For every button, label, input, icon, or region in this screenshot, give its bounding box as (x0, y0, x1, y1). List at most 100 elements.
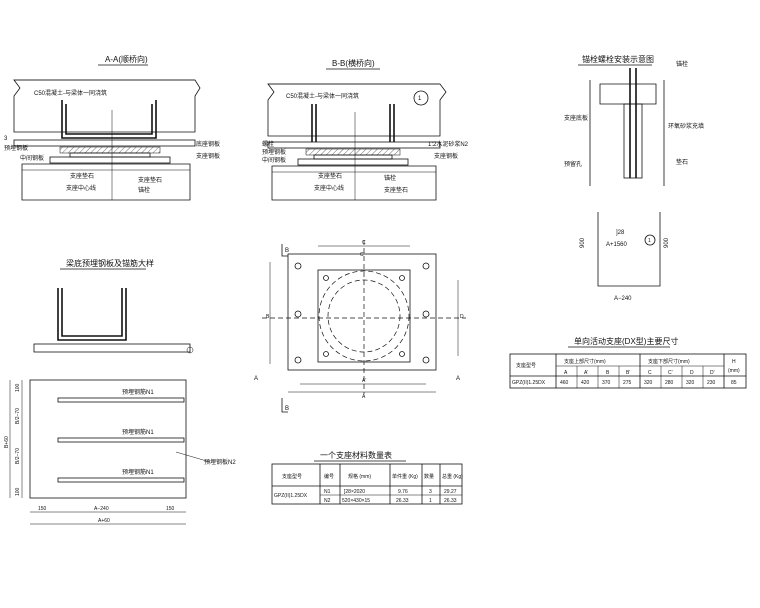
dx-sub-b: B (606, 370, 610, 376)
aa-label-left-3: 中间钢板 (20, 154, 44, 162)
plan-bottom-dim-2: A (362, 394, 366, 400)
mat-h-qty: 数量 (424, 473, 434, 480)
section-bb-title: B-B(横桥向) (332, 58, 375, 68)
dx-col-type: 支座型号 (516, 362, 536, 369)
material-table: 一个支座材料数量表 支座型号 编号 规格 (mm) 单件重 (Kg) 数量 总重… (271, 450, 463, 505)
embed-bottom-dim-3: 150 (166, 506, 175, 512)
dx-row-b: 370 (602, 380, 611, 386)
embed-rebar-2: 预埋钢筋N1 (122, 428, 154, 436)
dx-row-h: 85 (731, 380, 737, 386)
embed-title: 梁底预埋钢板及锚筋大样 (66, 258, 154, 268)
mat-r2-no: N2 (324, 498, 331, 504)
rebar-dim-right: 900 (664, 237, 670, 248)
bb-label-bottom-3: 锚栓 (384, 174, 396, 182)
mat-h-type: 支座型号 (282, 473, 302, 480)
mat-r2-qty: 1 (429, 498, 432, 504)
rebar-circle: 1 (648, 238, 651, 244)
aa-top-note: C50混凝土-与梁体一同浇筑 (34, 89, 107, 97)
embed-plate-detail: 梁底预埋钢板及锚筋大样 (33, 258, 194, 354)
dx-row-d2: 230 (707, 380, 716, 386)
anchor-title: 锚栓螺栓安装示意图 (582, 54, 654, 64)
dx-group-2: 支座下部尺寸(mm) (648, 358, 690, 365)
plan-view: B B A A C C' A' A B D (254, 240, 466, 413)
mat-r1-total: 29.27 (444, 489, 457, 495)
embed-left-dim-4: 100 (15, 487, 21, 496)
dx-row-a2: 420 (581, 380, 590, 386)
section-aa-title: A-A(顺桥向) (105, 54, 148, 64)
mat-type: GPZ(II)1.25DX (274, 493, 308, 499)
embed-rebar-3: 预埋钢筋N1 (122, 468, 154, 476)
dx-sub-a2: A' (584, 370, 588, 376)
aa-label-left-2: 预埋钢板 (4, 144, 28, 152)
dx-group-1: 支座上部尺寸(mm) (564, 358, 606, 365)
dx-row-c2: 280 (665, 380, 674, 386)
dx-sub-d2: D' (710, 370, 715, 376)
embed-left-total: B+60 (4, 436, 10, 448)
aa-label-bottom-4: 锚栓 (138, 186, 150, 194)
embed-left-dim-3: B/2−70 (15, 448, 21, 464)
embed-left-dim-1: 100 (15, 383, 21, 392)
embed-left-dim-2: B/2−70 (15, 408, 21, 424)
embed-bottom-dim-2: A−240 (94, 506, 109, 512)
mat-r2-unitwt: 26.33 (396, 498, 409, 504)
dx-sub-c2: C' (668, 370, 673, 376)
dx-sub-c: C (648, 370, 652, 376)
dx-table-title: 单向活动支座(DX型)主要尺寸 (574, 336, 678, 346)
plan-b-top: B (285, 248, 289, 254)
bb-label-bottom-4: 支座垫石 (384, 186, 408, 194)
dx-row-b2: 275 (623, 380, 632, 386)
aa-label-left-1: 3 (4, 136, 8, 142)
mat-h-no: 编号 (324, 473, 334, 480)
aa-label-bottom-1: 支座垫石 (70, 172, 94, 180)
plan-right-dim: D (460, 314, 464, 320)
mat-h-spec: 规格 (mm) (348, 473, 371, 480)
plan-top-dim: C (362, 240, 366, 246)
aa-label-right-1: 底座钢板 (196, 140, 220, 148)
plan-inner-dim: C' (360, 252, 365, 258)
material-table-title: 一个支座材料数量表 (320, 450, 392, 460)
anchor-label-left-2: 预留孔 (564, 160, 582, 168)
dx-sub-b2: B' (626, 370, 630, 376)
bb-label-right-1: 1:2水泥砂浆N2 (428, 140, 469, 148)
bb-circle-1: 1 (418, 96, 422, 102)
mat-r2-total: 26.33 (444, 498, 457, 504)
plan-b-bottom: B (285, 406, 289, 412)
embed-bottom-total: A+60 (98, 518, 110, 524)
anchor-detail: 锚栓螺栓安装示意图 锚栓 支座底板 预留孔 环氧砂浆充填 垫石 (564, 54, 704, 186)
embed-plate-plan: 预埋钢筋N1 预埋钢筋N1 预埋钢筋N1 预埋钢板N2 100 B/2−70 B… (4, 379, 236, 525)
anchor-label-right-2: 垫石 (676, 158, 688, 166)
dx-col-h: H (732, 359, 736, 365)
dx-table: 单向活动支座(DX型)主要尺寸 支座型号 支座上部尺寸(mm) 支座下部尺寸(m… (509, 336, 747, 389)
anchor-label-top: 锚栓 (676, 60, 688, 68)
rebar-label-1: ]28 (616, 230, 625, 236)
embed-rebar-1: 预埋钢筋N1 (122, 388, 154, 396)
bb-label-bottom-2: 支座中心线 (314, 184, 344, 192)
embed-plate-label: 预埋钢板N2 (204, 458, 236, 466)
aa-label-right-2: 支座钢板 (196, 152, 220, 160)
mat-h-unitwt: 单件重 (Kg) (392, 473, 418, 480)
aa-label-bottom-2: 支座中心线 (66, 184, 96, 192)
dx-col-h-unit: (mm) (728, 368, 740, 374)
mat-r1-no: N1 (324, 489, 331, 495)
dx-row-d: 320 (686, 380, 695, 386)
section-bb: B-B(横桥向) 1 C50混凝土-与梁体一同浇筑 螺栓 预埋钢板 中间钢板 1… (262, 58, 469, 201)
dx-sub-a: A (564, 370, 568, 376)
plan-a-left: A (254, 376, 258, 382)
rebar-dim-left: 900 (580, 237, 586, 248)
anchor-label-left-1: 支座底板 (564, 114, 588, 122)
mat-r1-spec: ]28×2020 (344, 489, 365, 495)
aa-label-bottom-3: 支座垫石 (138, 176, 162, 184)
dx-row-c: 320 (644, 380, 653, 386)
mat-r1-unitwt: 9.76 (398, 489, 408, 495)
bb-top-note: C50混凝土-与梁体一同浇筑 (286, 92, 359, 100)
dx-row-type: GPZ(II)1.25DX (512, 380, 546, 386)
mat-h-total: 总重 (Kg) (442, 473, 463, 480)
anchor-label-right-1: 环氧砂浆充填 (668, 122, 704, 130)
rebar-detail: ]28 A+1560 1 900 900 A−240 (580, 212, 670, 302)
bb-label-left-3: 中间钢板 (262, 156, 286, 164)
plan-a-right: A (456, 376, 460, 382)
mat-r2-spec: 520×430×15 (342, 498, 370, 504)
bb-label-bottom-1: 支座垫石 (318, 172, 342, 180)
